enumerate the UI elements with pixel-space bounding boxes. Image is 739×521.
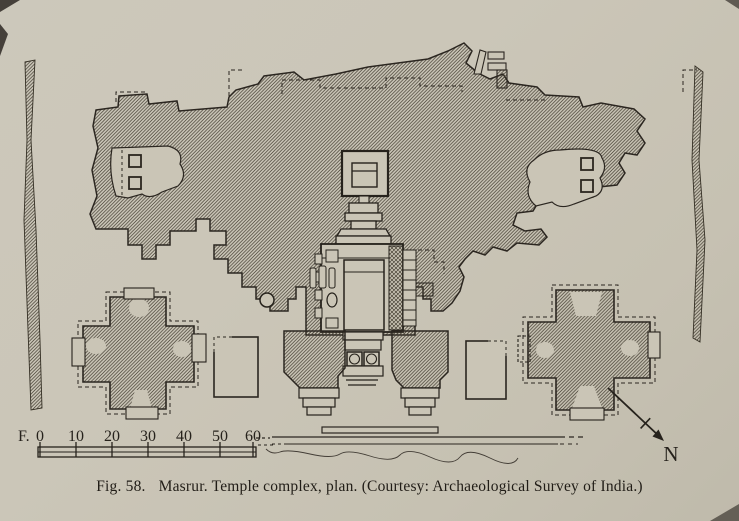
riverbank-strip-right xyxy=(691,65,706,343)
scale-tick-label: 50 xyxy=(212,428,228,445)
entrance-porch xyxy=(342,331,384,386)
niche-pillar xyxy=(580,179,594,193)
figure-caption-text: Masrur. Temple complex, plan. (Courtesy:… xyxy=(158,478,643,495)
outer-wall-strip xyxy=(402,249,417,327)
scale-tick-label: 10 xyxy=(68,428,84,445)
rock-bridge xyxy=(415,282,434,297)
scale-tick-label: 30 xyxy=(140,428,156,445)
scale-unit-label: F. xyxy=(18,428,30,445)
freestanding-pillar xyxy=(259,292,275,308)
stair-mass-left xyxy=(283,330,346,416)
main-temple xyxy=(259,149,449,416)
summit-structures xyxy=(473,49,508,89)
scale-ruler xyxy=(37,442,274,458)
shrine-porches xyxy=(71,287,207,420)
figure-caption: Fig. 58. Masrur. Temple complex, plan. (C… xyxy=(0,478,739,496)
inner-hall xyxy=(343,259,385,331)
garbhagriha-cell xyxy=(351,162,378,188)
north-arrowhead xyxy=(652,429,664,441)
aisle-pillar xyxy=(326,292,338,308)
niche-pillar xyxy=(128,176,142,190)
dashed-outline-lines xyxy=(115,69,697,274)
right-tank xyxy=(465,339,508,400)
rock-niche-right xyxy=(526,148,606,208)
lower-porch-left xyxy=(298,387,340,416)
niche-pillar xyxy=(128,154,142,168)
figure-number: Fig. 58. xyxy=(96,478,146,495)
mandapa-hall xyxy=(314,243,434,333)
rock-niche-left xyxy=(110,145,185,199)
terrace-lines xyxy=(256,426,584,464)
stair-mass-right xyxy=(391,330,449,416)
scale-tick-label: 0 xyxy=(36,428,44,445)
scale-tick-label: 20 xyxy=(104,428,120,445)
left-shrine xyxy=(71,287,207,420)
colonnette-cluster xyxy=(309,265,336,289)
north-label: N xyxy=(663,442,678,466)
riverbank-strip-left xyxy=(23,59,43,411)
niche-pillar xyxy=(580,157,594,171)
left-tank xyxy=(212,335,259,398)
north-arrow: N xyxy=(607,387,679,466)
scale-tick-label: 40 xyxy=(176,428,192,445)
scale-tick-label: 60 xyxy=(245,428,261,445)
scale-bar: F. 0 10 20 30 40 50 60 xyxy=(18,428,274,458)
mandapa-right-wall xyxy=(388,245,404,331)
right-shrine xyxy=(517,284,661,421)
lower-porch-right xyxy=(400,387,440,416)
antarala-passage xyxy=(335,202,392,245)
shrine-porches xyxy=(517,331,661,421)
sanctum xyxy=(340,149,390,204)
